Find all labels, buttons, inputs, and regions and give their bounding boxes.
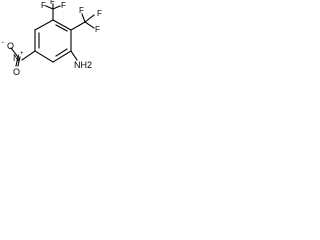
nitro-nitrogen: N — [13, 53, 20, 63]
nitro-plus-charge: + — [20, 51, 24, 57]
ring-double-bond-1 — [55, 24, 68, 32]
nitro-bond — [21, 50, 36, 61]
cf3-top-f1-bond — [45, 5, 54, 10]
cf3-top-f-left: F — [41, 1, 46, 10]
nitro-oxygen: O — [13, 67, 20, 77]
cf3-right-f-right: F — [97, 9, 102, 18]
ring-double-bond-2 — [55, 48, 68, 57]
chemical-structure-diagram: F F F F F F O − N + O NH2 — [0, 0, 116, 104]
nitro-minus-charge: − — [1, 40, 5, 46]
cf3-top-f-right: F — [61, 1, 66, 10]
nitro-o-double-bond — [15, 56, 19, 67]
nitro-oxygen-minus: O — [7, 41, 14, 51]
cf3-top-f-center: F — [50, 0, 55, 6]
cf3-right-f2-bond — [84, 14, 95, 23]
cf3-right-f3-bond — [84, 21, 95, 29]
molecule-svg: F F F F F F O − N + O NH2 — [1, 0, 102, 77]
ring-bond-6 — [34, 19, 54, 31]
amine-group: NH2 — [74, 60, 92, 70]
cf3-right-f-left: F — [79, 6, 84, 15]
cf3-right-f-bottom: F — [95, 25, 100, 34]
cf3-right-f1-bond — [81, 13, 86, 23]
ring-bond-4 — [34, 50, 54, 63]
ring-bond-1 — [52, 19, 72, 31]
cf3-right-bond — [70, 21, 86, 31]
nitro-o-bond — [10, 47, 19, 58]
cf3-top-f2-bond — [52, 5, 61, 10]
ring-bond-3 — [52, 50, 72, 63]
amine-bond — [70, 50, 78, 61]
nitro-o-double-bond-2 — [17, 56, 21, 67]
